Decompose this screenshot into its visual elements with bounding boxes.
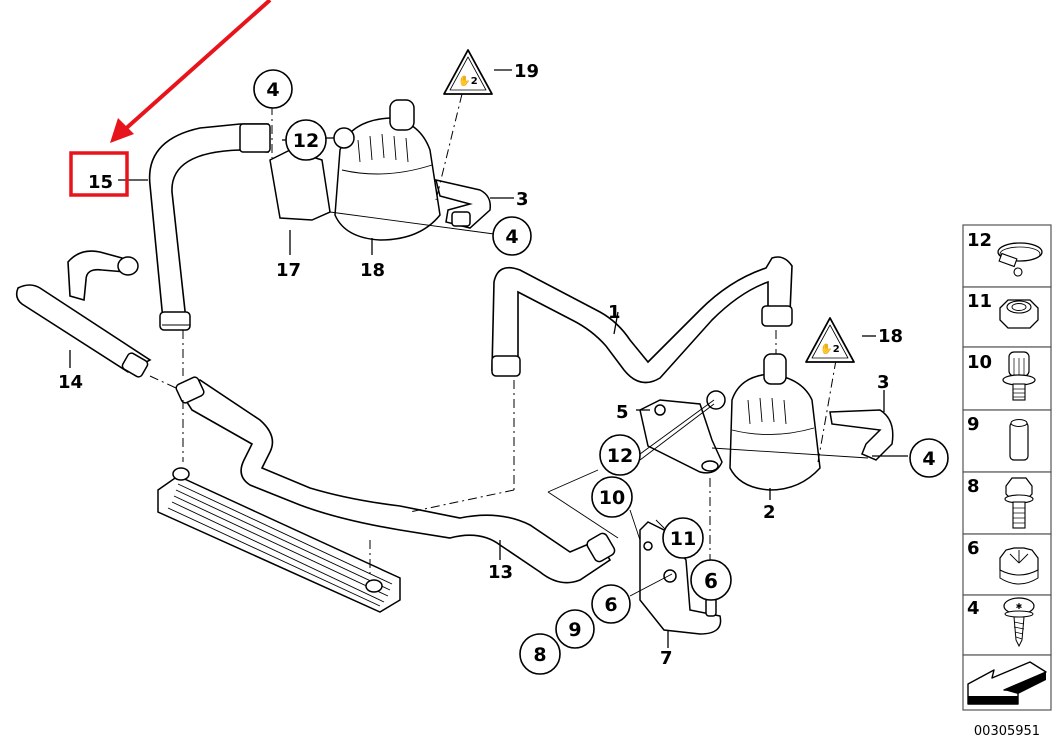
hex-nut-icon	[999, 299, 1039, 329]
legend-item-10: 10	[967, 351, 1036, 401]
circled-callout-6-right: 6	[690, 559, 732, 601]
upper-water-pump	[269, 99, 492, 241]
leader-lines	[69, 69, 908, 648]
svg-text:6: 6	[967, 538, 980, 559]
castellated-nut-icon	[999, 547, 1039, 585]
svg-text:11: 11	[967, 291, 992, 312]
callout-7: 7	[660, 648, 673, 669]
coolant-cooler	[157, 467, 401, 613]
circled-callout-4-lower-right: 4	[909, 438, 949, 478]
circled-callout-6-left: 6	[591, 584, 631, 624]
svg-text:11: 11	[670, 528, 696, 550]
svg-text:8: 8	[967, 476, 980, 497]
circled-callout-4-upper-right: 4	[492, 216, 532, 256]
callout-17: 18	[360, 260, 385, 281]
callout-14: 14	[58, 372, 83, 393]
callout-3-lower: 3	[877, 372, 890, 393]
legend-item-12: 12	[967, 230, 1043, 277]
circled-callout-12-top: 12	[285, 119, 327, 161]
callout-3-upper: 3	[516, 189, 529, 210]
direction-arrow-icon	[967, 661, 1047, 705]
hose-15	[148, 123, 271, 331]
legend-item-arrow	[967, 661, 1047, 705]
svg-text:4: 4	[922, 448, 935, 470]
svg-text:6: 6	[704, 569, 718, 593]
svg-text:10: 10	[599, 487, 625, 509]
lower-water-pump	[639, 353, 894, 491]
threaded-stud-icon	[1002, 351, 1036, 401]
highlight-box-15	[69, 151, 129, 197]
svg-text:4: 4	[266, 79, 279, 101]
callout-1: 1	[608, 302, 621, 323]
hardware-legend: 12 11 10	[962, 224, 1052, 739]
svg-text:4: 4	[505, 226, 518, 248]
svg-text:9: 9	[967, 414, 980, 435]
svg-text:12: 12	[607, 445, 633, 467]
circled-callout-11: 11	[662, 517, 704, 559]
svg-text:12: 12	[293, 130, 319, 152]
legend-item-4: 4 ✱	[967, 597, 1035, 648]
svg-text:6: 6	[604, 594, 617, 616]
legend-item-9: 9	[967, 414, 1029, 461]
callout-15: 15	[88, 172, 113, 193]
svg-text:✱: ✱	[1016, 602, 1023, 611]
circled-callout-12-lower: 12	[599, 434, 641, 476]
circled-callout-8: 8	[519, 633, 561, 675]
warning-label-18: ✋2	[805, 317, 855, 363]
hose-1	[491, 256, 793, 384]
sleeve-spacer-icon	[1009, 419, 1029, 461]
svg-text:4: 4	[967, 598, 980, 619]
warning-label-19: ✋2	[443, 49, 493, 95]
callout-19: 19	[514, 61, 539, 82]
callout-2: 2	[763, 502, 776, 523]
svg-text:8: 8	[533, 644, 546, 666]
svg-text:10: 10	[967, 352, 992, 373]
hose-clamp-icon	[997, 242, 1043, 277]
hose-14	[15, 250, 152, 378]
highlight-arrow	[110, 0, 272, 143]
warning-triangle-hand-icon: ✋2	[820, 342, 839, 355]
callout-16: 17	[276, 260, 301, 281]
torx-screw-icon: ✱	[1003, 597, 1035, 648]
hose-13	[175, 376, 616, 584]
svg-text:9: 9	[568, 619, 581, 641]
legend-item-11: 11	[967, 291, 1039, 329]
legend-item-6: 6	[967, 538, 1039, 585]
circled-callout-9: 9	[555, 609, 595, 649]
svg-text:12: 12	[967, 230, 992, 251]
diagram-number: 00305951	[974, 724, 1040, 739]
callout-18: 18	[878, 326, 903, 347]
circled-callout-10: 10	[591, 476, 633, 518]
callout-13: 13	[488, 562, 513, 583]
warning-triangle-hand-icon: ✋2	[458, 74, 477, 87]
callout-5: 5	[616, 402, 629, 423]
legend-item-8: 8	[967, 476, 1034, 529]
hex-flange-bolt-icon	[1004, 477, 1034, 529]
circled-callout-4-top: 4	[253, 69, 293, 109]
